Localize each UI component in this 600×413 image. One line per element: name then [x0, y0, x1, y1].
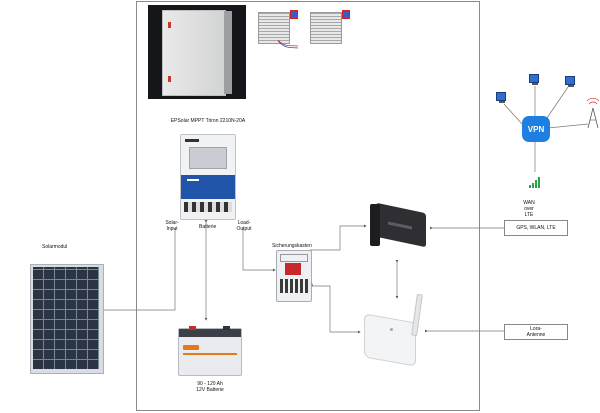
fuse-marker: 1 — [311, 282, 314, 287]
battery-port-label: Batterie — [199, 224, 217, 230]
solar-panel-image — [30, 264, 104, 374]
filter-fan-icon — [258, 12, 290, 44]
lte-router-image — [368, 200, 432, 254]
charge-controller-image — [180, 134, 236, 220]
vpn-node: VPN — [522, 116, 550, 142]
charge-controller-label: EPSolar MPPT Triron 2210N-20A — [170, 118, 246, 124]
computer-icon-2 — [529, 74, 541, 86]
line-vpn-pc1 — [503, 103, 523, 125]
lora-gateway-image — [364, 313, 420, 367]
filter-fan-icon-2 — [310, 12, 342, 44]
lte-signal-icon — [529, 176, 541, 188]
fuse-box-label: Sicherungskasten — [272, 243, 312, 249]
filter-fan-badge — [290, 10, 298, 19]
load-output-label: Load-Output — [236, 220, 252, 232]
enclosure-image — [148, 5, 246, 99]
solar-module-label: Solarmodul — [42, 244, 68, 250]
line-vpn-tower — [547, 123, 589, 129]
computer-icon-3 — [565, 76, 577, 88]
line-vpn-pc3 — [546, 86, 569, 119]
line-fuse-to-router — [310, 224, 367, 251]
main-frame — [136, 1, 480, 411]
filter-fan-badge-2 — [342, 10, 350, 19]
fuse-box-image — [276, 250, 312, 302]
battery-image — [178, 326, 242, 376]
line-fuse-to-lora — [310, 285, 361, 334]
solar-input-label: Solar-Input — [165, 220, 179, 232]
computer-icon — [496, 92, 508, 104]
line-load-to-fuse — [242, 228, 276, 272]
line-solar-to-controller — [104, 228, 176, 311]
gps-wlan-lte-box: GPS, WLAN, LTE — [504, 220, 568, 236]
lora-antenna-box: Lora-Antenne — [504, 324, 568, 340]
vpn-label: VPN — [527, 124, 545, 134]
